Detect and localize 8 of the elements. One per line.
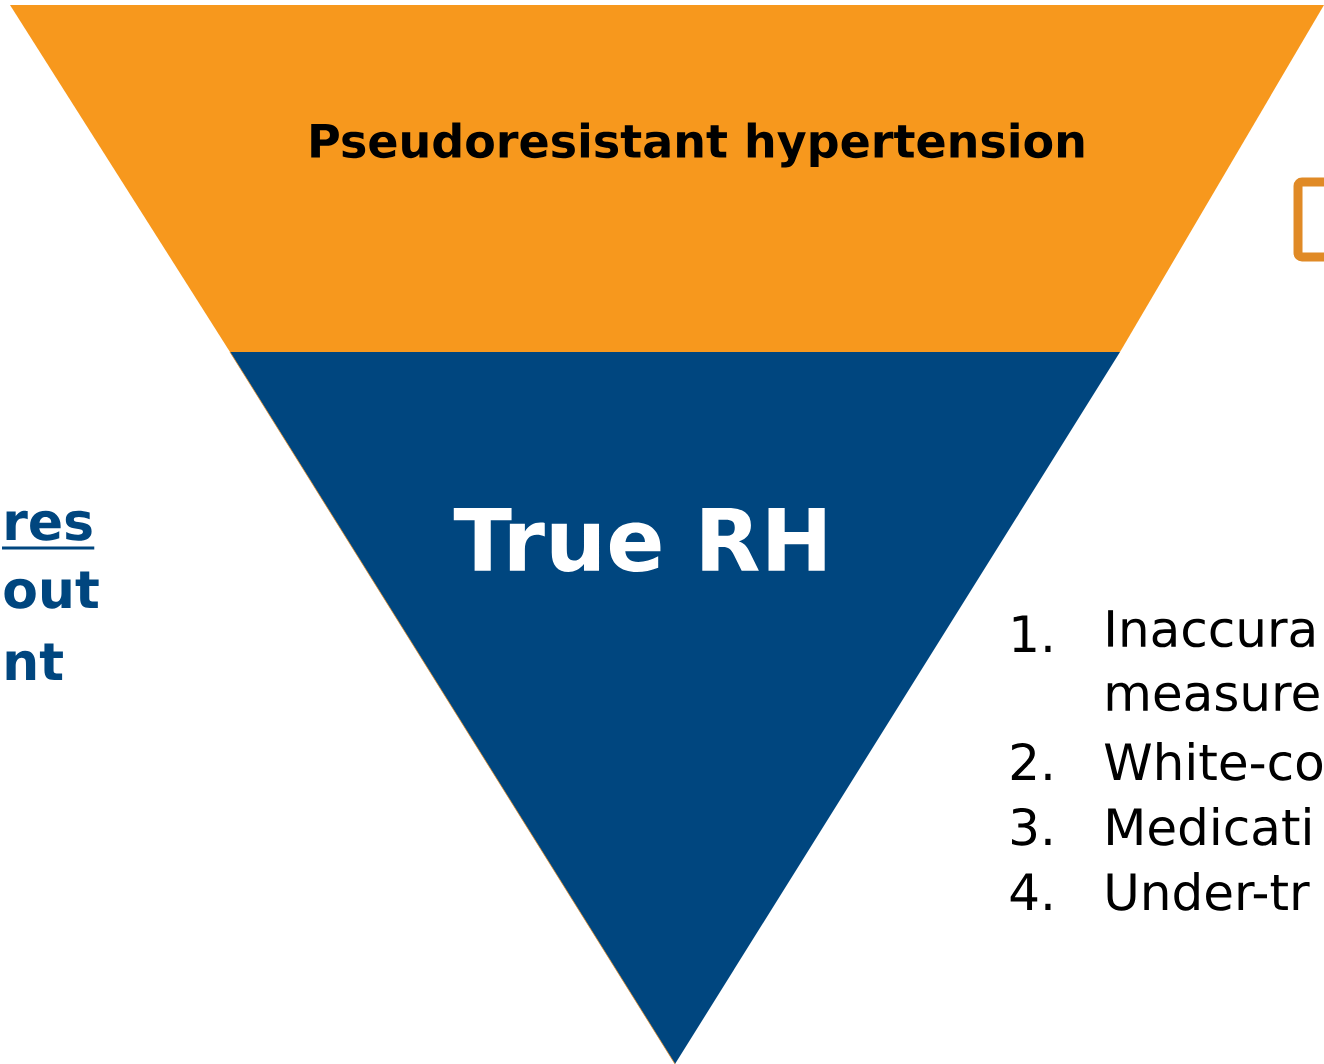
list-number: 3. [1012,807,1051,846]
list-number: 2. [1011,742,1051,780]
funnel-band: Pseudoresistant hypertension [10,5,1324,352]
text: nt [6,643,63,680]
underlined-text: res [2,510,95,550]
list-number: 4. [1010,873,1051,910]
list-number: 1. [1013,615,1051,652]
text: out [4,571,99,609]
